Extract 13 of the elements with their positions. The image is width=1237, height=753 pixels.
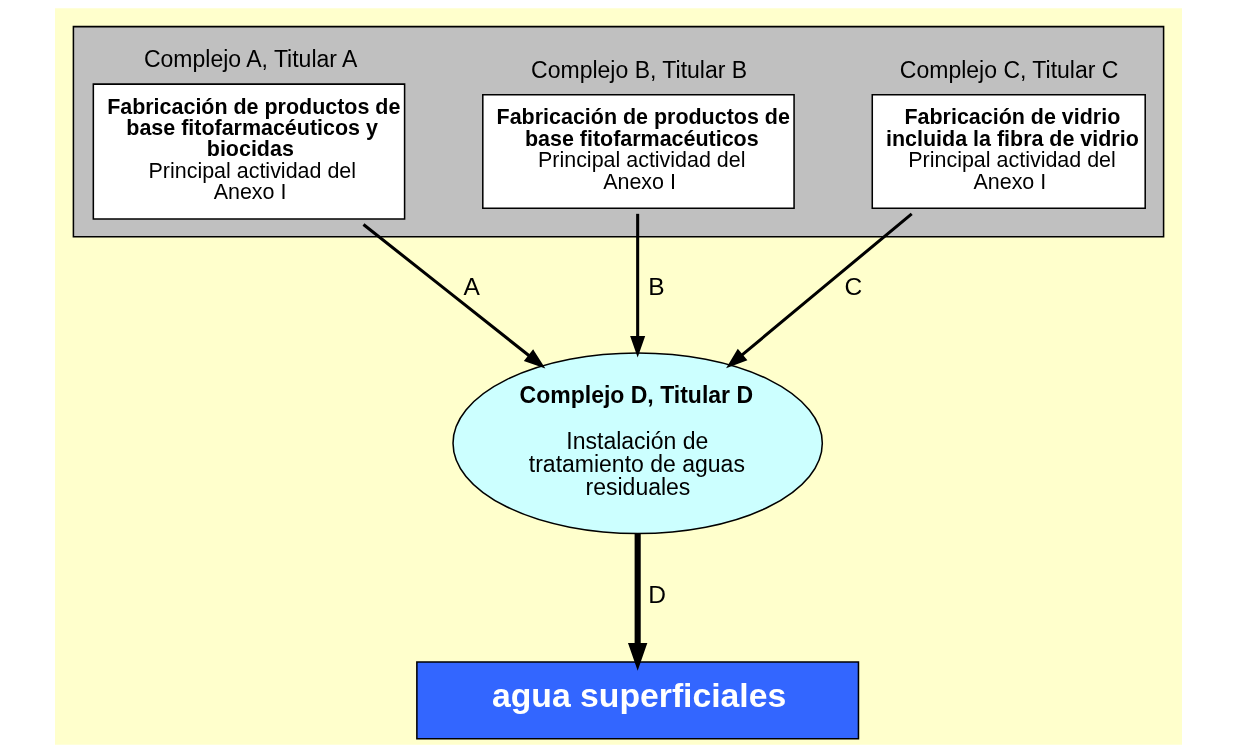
arrow [627,533,648,671]
node-ellipse: Complejo D, Titular D Instalación de tratamiento de aguas residuales [452,352,824,535]
edge-label: C [844,272,863,300]
node-label: Complejo A, Titular A [143,46,358,73]
cluster [72,25,1165,238]
node-label: Complejo B, Titular B [531,56,748,83]
edge-label: A [463,272,480,300]
arrow [726,212,913,369]
arrow [630,213,646,358]
edge-label: B [648,272,665,300]
edge-label: D [648,581,667,609]
node-box: agua superficiales [416,661,860,740]
node-label: Complejo C, Titular C [899,56,1119,83]
